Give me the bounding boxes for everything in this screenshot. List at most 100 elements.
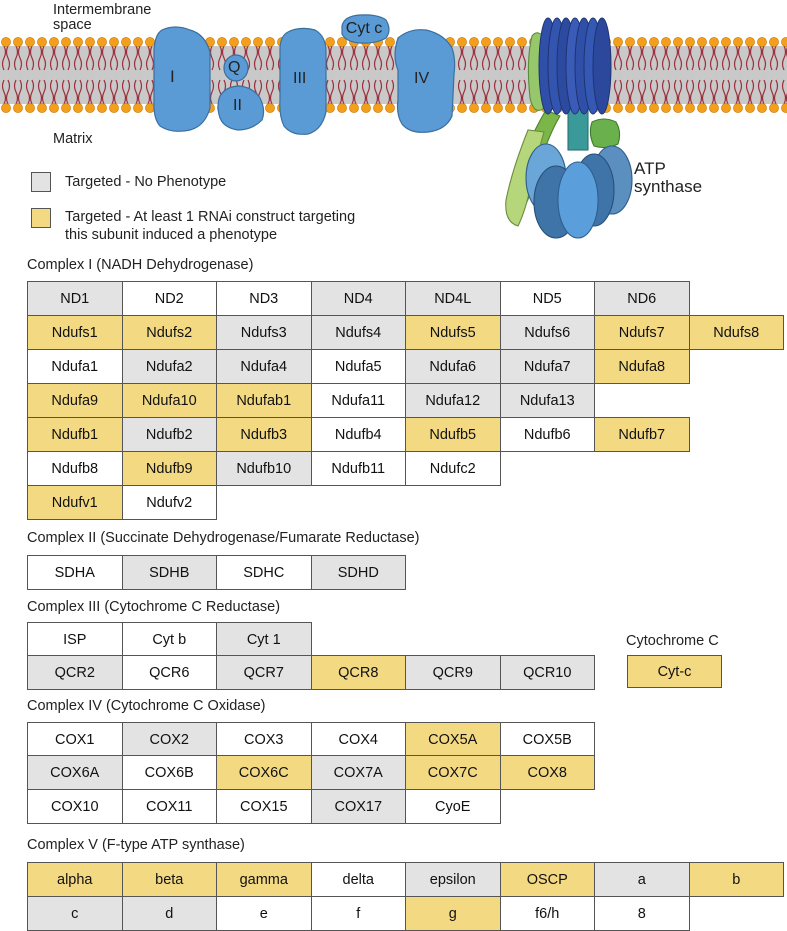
subunit-cell-cox17: COX17 xyxy=(310,789,406,824)
subunit-cell-ndufs5: Ndufs5 xyxy=(405,315,501,350)
subunit-cell-nd4l: ND4L xyxy=(405,281,501,316)
subunit-cell-cyt-b: Cyt b xyxy=(121,622,217,657)
subunit-cell-ndufa2: Ndufa2 xyxy=(121,349,217,384)
subunit-cell-e: e xyxy=(216,896,312,931)
subunit-cell-beta: beta xyxy=(121,862,217,897)
subunit-cell-ndufs2: Ndufs2 xyxy=(121,315,217,350)
complex-1-label: I xyxy=(170,67,175,86)
subunit-cell-ndufs6: Ndufs6 xyxy=(499,315,595,350)
quinone-label: Q xyxy=(228,59,241,76)
subunit-cell-ndufs1: Ndufs1 xyxy=(27,315,123,350)
subunit-cell-ndufv2: Ndufv2 xyxy=(121,485,217,520)
subunit-cell-cox6c: COX6C xyxy=(216,755,312,790)
complex-2-label: II xyxy=(233,97,242,114)
subunit-cell-ndufb7: Ndufb7 xyxy=(594,417,690,452)
subunit-cell-cox10: COX10 xyxy=(27,789,123,824)
complex-3-label: III xyxy=(293,70,307,87)
section-title: Complex III (Cytochrome C Reductase) xyxy=(27,599,281,615)
subunit-cell-sdhd: SDHD xyxy=(310,555,406,590)
subunit-cell-cox3: COX3 xyxy=(216,722,312,757)
subunit-cell-ndufb6: Ndufb6 xyxy=(499,417,595,452)
atp-synthase-shape xyxy=(505,17,633,239)
intermembrane-label-line2: space xyxy=(53,17,92,33)
subunit-cell-ndufb9: Ndufb9 xyxy=(121,451,217,486)
subunit-cell-cox7a: COX7A xyxy=(310,755,406,790)
subunit-cell-gamma: gamma xyxy=(216,862,312,897)
subunit-cell-sdhc: SDHC xyxy=(216,555,312,590)
atp-synthase-label-line2: synthase xyxy=(634,177,703,196)
section-title: Complex IV (Cytochrome C Oxidase) xyxy=(27,698,266,714)
subunit-cell-delta: delta xyxy=(310,862,406,897)
legend-phenotype-label: Targeted - At least 1 RNAi construct tar… xyxy=(65,209,356,225)
subunit-cell-cyt-c: Cyt-c xyxy=(627,655,722,688)
subunit-cell-ndufb1: Ndufb1 xyxy=(27,417,123,452)
legend-no-phenotype-label: Targeted - No Phenotype xyxy=(65,174,227,190)
atp-synthase-label: ATP xyxy=(634,159,666,178)
subunit-cell-nd5: ND5 xyxy=(499,281,595,316)
subunit-cell-nd4: ND4 xyxy=(310,281,406,316)
section-title: Complex V (F-type ATP synthase) xyxy=(27,837,245,853)
subunit-cell-b: b xyxy=(688,862,784,897)
subunit-cell-ndufa1: Ndufa1 xyxy=(27,349,123,384)
subunit-cell-ndufa5: Ndufa5 xyxy=(310,349,406,384)
subunit-cell-d: d xyxy=(121,896,217,931)
subunit-cell-cox5b: COX5B xyxy=(499,722,595,757)
subunit-cell-sdha: SDHA xyxy=(27,555,123,590)
quinone-shape xyxy=(223,54,249,82)
subunit-cell-ndufa12: Ndufa12 xyxy=(405,383,501,418)
complex-4-shape xyxy=(394,29,456,133)
subunit-cell-isp: ISP xyxy=(27,622,123,657)
subunit-cell-nd3: ND3 xyxy=(216,281,312,316)
subunit-cell-ndufs3: Ndufs3 xyxy=(216,315,312,350)
subunit-cell-cox2: COX2 xyxy=(121,722,217,757)
subunit-cell-c: c xyxy=(27,896,123,931)
subunit-cell-nd6: ND6 xyxy=(594,281,690,316)
subunit-cell-ndufa6: Ndufa6 xyxy=(405,349,501,384)
subunit-cell-ndufb10: Ndufb10 xyxy=(216,451,312,486)
subunit-cell-qcr9: QCR9 xyxy=(405,655,501,690)
subunit-cell-cox8: COX8 xyxy=(499,755,595,790)
subunit-cell-cox5a: COX5A xyxy=(405,722,501,757)
subunit-cell-oscp: OSCP xyxy=(499,862,595,897)
subunit-cell-ndufb8: Ndufb8 xyxy=(27,451,123,486)
subunit-cell-ndufb5: Ndufb5 xyxy=(405,417,501,452)
cytochrome-c-shape xyxy=(341,14,390,44)
cytochrome-c-title: Cytochrome C xyxy=(626,633,719,649)
subunit-cell-nd2: ND2 xyxy=(121,281,217,316)
subunit-cell-cox4: COX4 xyxy=(310,722,406,757)
subunit-cell-f6-h: f6/h xyxy=(499,896,595,931)
complex-3-shape xyxy=(279,27,327,135)
subunit-cell-ndufa7: Ndufa7 xyxy=(499,349,595,384)
membrane-core xyxy=(0,46,787,104)
subunit-cell-qcr6: QCR6 xyxy=(121,655,217,690)
subunit-cell-ndufa13: Ndufa13 xyxy=(499,383,595,418)
subunit-cell-ndufa9: Ndufa9 xyxy=(27,383,123,418)
subunit-cell-cox7c: COX7C xyxy=(405,755,501,790)
subunit-cell-ndufs4: Ndufs4 xyxy=(310,315,406,350)
section-title: Complex II (Succinate Dehydrogenase/Fuma… xyxy=(27,530,420,546)
subunit-cell-qcr8: QCR8 xyxy=(310,655,406,690)
subunit-cell-ndufb4: Ndufb4 xyxy=(310,417,406,452)
subunit-cell-cyt-1: Cyt 1 xyxy=(216,622,312,657)
subunit-cell-ndufc2: Ndufc2 xyxy=(405,451,501,486)
subunit-cell-ndufa4: Ndufa4 xyxy=(216,349,312,384)
legend-phenotype-swatch xyxy=(31,208,51,228)
complex-1-shape xyxy=(153,26,211,132)
subunit-cell-qcr10: QCR10 xyxy=(499,655,595,690)
intermembrane-label: Intermembrane xyxy=(53,2,152,18)
subunit-cell-alpha: alpha xyxy=(27,862,123,897)
subunit-cell-g: g xyxy=(405,896,501,931)
subunit-cell-ndufb2: Ndufb2 xyxy=(121,417,217,452)
subunit-cell-ndufv1: Ndufv1 xyxy=(27,485,123,520)
subunit-cell-cox1: COX1 xyxy=(27,722,123,757)
subunit-cell-ndufs8: Ndufs8 xyxy=(688,315,784,350)
cytochrome-c-label: Cyt c xyxy=(345,20,383,37)
section-title: Complex I (NADH Dehydrogenase) xyxy=(27,257,254,273)
subunit-cell-ndufs7: Ndufs7 xyxy=(594,315,690,350)
subunit-cell-ndufab1: Ndufab1 xyxy=(216,383,312,418)
subunit-cell-nd1: ND1 xyxy=(27,281,123,316)
subunit-cell-ndufa8: Ndufa8 xyxy=(594,349,690,384)
subunit-cell-qcr7: QCR7 xyxy=(216,655,312,690)
subunit-cell-ndufb11: Ndufb11 xyxy=(310,451,406,486)
subunit-cell-a: a xyxy=(594,862,690,897)
